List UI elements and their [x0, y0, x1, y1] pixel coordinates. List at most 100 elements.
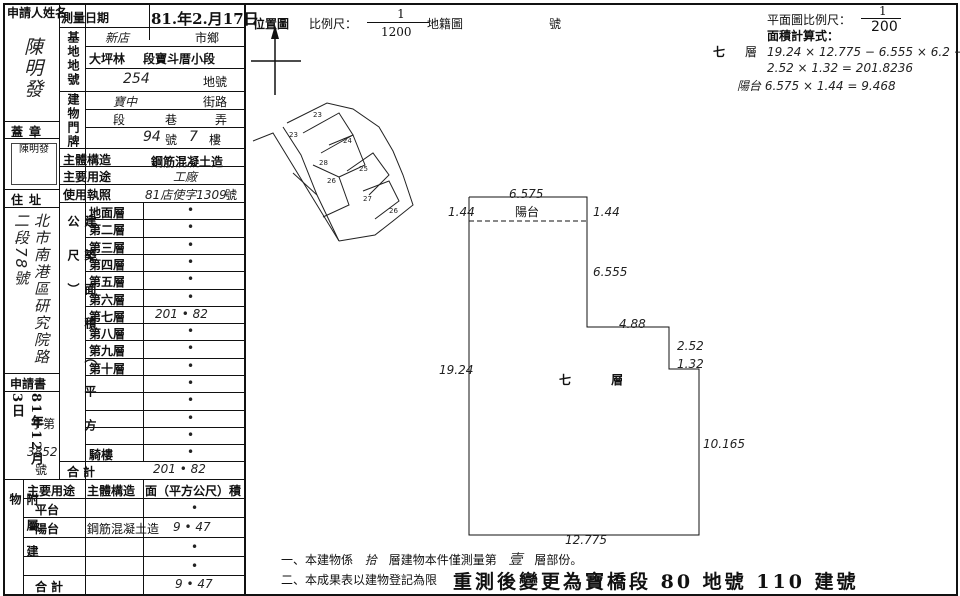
parcel-number: 28: [319, 159, 328, 167]
row-divider: [23, 555, 244, 557]
attachment-area: •: [191, 539, 199, 554]
floor-area: •: [187, 393, 195, 408]
floor-name: 第十層: [89, 361, 126, 376]
row-divider: [85, 392, 244, 394]
application-number: 3852: [27, 445, 58, 459]
seal-label: 蓋章: [11, 125, 48, 139]
floor-area: •: [187, 254, 195, 269]
base-city: 新店: [105, 31, 130, 45]
note-1: 一、本建物係 拾 層建物本件僅測量第 壹 層部份。: [281, 549, 582, 569]
note-1-suffix: 層部份。: [534, 553, 583, 567]
applicant-name: 陳明發: [21, 37, 43, 100]
house-number-label: 建物門牌: [66, 93, 80, 149]
floor-area: •: [187, 220, 195, 235]
base-section: 大坪林: [89, 52, 126, 66]
plan-scale-label: 平面圖比例尺：: [767, 13, 852, 27]
floor-area: 201 • 82: [155, 306, 208, 321]
row-divider: [85, 271, 244, 273]
attachment-header-use: 主要用途: [27, 484, 76, 498]
row-divider: [85, 253, 244, 255]
floor-plan-outline: [468, 196, 700, 536]
application-word-label: 字第: [31, 417, 56, 431]
house-number-suffix: 號: [165, 133, 178, 147]
calc-line-1: 19.24 × 12.775 − 6.555 × 6.2 −: [767, 45, 960, 59]
application-number-suffix: 號: [35, 463, 48, 477]
area-calc-label: 面積計算式：: [767, 29, 840, 43]
note-1-floor: 壹: [508, 552, 523, 568]
row-divider: [85, 305, 244, 307]
applicant-seal: 陳明發: [11, 143, 57, 185]
base-lot-number: 254: [123, 71, 150, 87]
house-floor: 7: [189, 129, 198, 145]
dim-right: 10.165: [703, 437, 745, 451]
parcel-number: 26: [327, 177, 336, 185]
floor-area: •: [187, 427, 195, 442]
parcel-number: 23: [313, 111, 322, 119]
house-alley-label: 弄: [215, 113, 228, 127]
note-2: 二、本成果表以建物登記為限: [281, 573, 438, 587]
floor-area: •: [187, 341, 195, 356]
row-divider: [85, 444, 244, 446]
house-street: 寶中: [113, 95, 138, 109]
parcel-number: 24: [343, 137, 352, 145]
survey-form-table: 申請人姓名 陳明發 蓋章 陳明發 住址 北市南港區研究院路二段78號 申請書 8…: [3, 3, 259, 596]
location-scale-den: 1200: [381, 25, 412, 39]
parcel-number: 23: [289, 131, 298, 139]
calc-line-2: 2.52 × 1.32 = 201.8236: [767, 61, 914, 75]
floor-area: •: [187, 237, 195, 252]
attachment-area: 9 • 47: [173, 520, 211, 535]
floor-area: •: [187, 272, 195, 287]
north-arrow: [251, 25, 301, 95]
row-divider: [23, 498, 244, 499]
license-value: 81店使字1309: [145, 188, 227, 202]
license-label: 使用執照: [63, 188, 112, 202]
applicant-name-label: 申請人姓名: [7, 6, 68, 20]
floor-name: 第二層: [89, 223, 126, 238]
attachment-use: 陽台: [35, 522, 60, 537]
dim-bottom: 12.775: [565, 533, 607, 547]
attachment-area: •: [191, 558, 199, 573]
floor-name: 第九層: [89, 344, 126, 359]
survey-date: 81.年2.月17日: [151, 10, 259, 28]
survey-date-label: 測量日期: [61, 11, 110, 25]
floor-area: •: [187, 203, 195, 217]
calc-line-3: 陽台 6.575 × 1.44 = 9.468: [737, 79, 896, 93]
attachment-total-value: 9 • 47: [175, 577, 213, 591]
base-location-label: 基地地號: [66, 31, 80, 87]
location-scale-label: 比例尺：: [309, 17, 358, 31]
cadastral-label: 地籍圖: [427, 17, 464, 31]
calc-floor-suffix: 層: [745, 45, 758, 59]
floor-area: •: [187, 376, 195, 390]
dim-left-balcony: 1.44: [448, 205, 475, 219]
attachment-use: 平台: [35, 503, 60, 517]
floor-name: 第三層: [89, 240, 126, 255]
main-use-label: 主要用途: [63, 170, 112, 184]
area-section-label: 建築面積（平方公尺）: [66, 215, 97, 453]
floor-name: 第六層: [89, 292, 126, 307]
total-label: 合計: [67, 465, 100, 479]
floor-name: 地面層: [89, 206, 126, 220]
dim-step2: 2.52: [677, 339, 704, 353]
row-divider: [85, 357, 244, 359]
note-1-mid: 層建物本件僅測量第: [388, 553, 497, 567]
dim-right-upper: 6.555: [593, 265, 628, 279]
parcel-number: 25: [359, 165, 368, 173]
address-label: 住址: [11, 193, 48, 207]
calc-floor: 七: [713, 45, 726, 59]
base-city-suffix: 市鄉: [195, 31, 220, 45]
parcel-number: 27: [363, 195, 372, 203]
floor-area: •: [187, 324, 195, 339]
floor-area: •: [187, 358, 195, 373]
structure-value: 鋼筋混凝土造: [151, 155, 224, 169]
floor-name: 騎樓: [89, 448, 114, 463]
plan-scale-num: 1: [879, 4, 887, 18]
dim-right-balcony: 1.44: [593, 205, 620, 219]
row-divider: [85, 340, 244, 342]
balcony-label: 陽台: [515, 205, 540, 219]
attachment-total-label: 合計: [35, 580, 68, 594]
plan-area: 位置圖 比例尺： 1 1200 地籍圖 號 平面圖比例尺： 1 200 面積計算…: [243, 3, 960, 596]
attachment-area: •: [191, 501, 199, 515]
cadastral-number-label: 號: [549, 17, 562, 31]
note-1-floors: 拾: [364, 553, 377, 567]
house-number: 94: [143, 129, 161, 145]
